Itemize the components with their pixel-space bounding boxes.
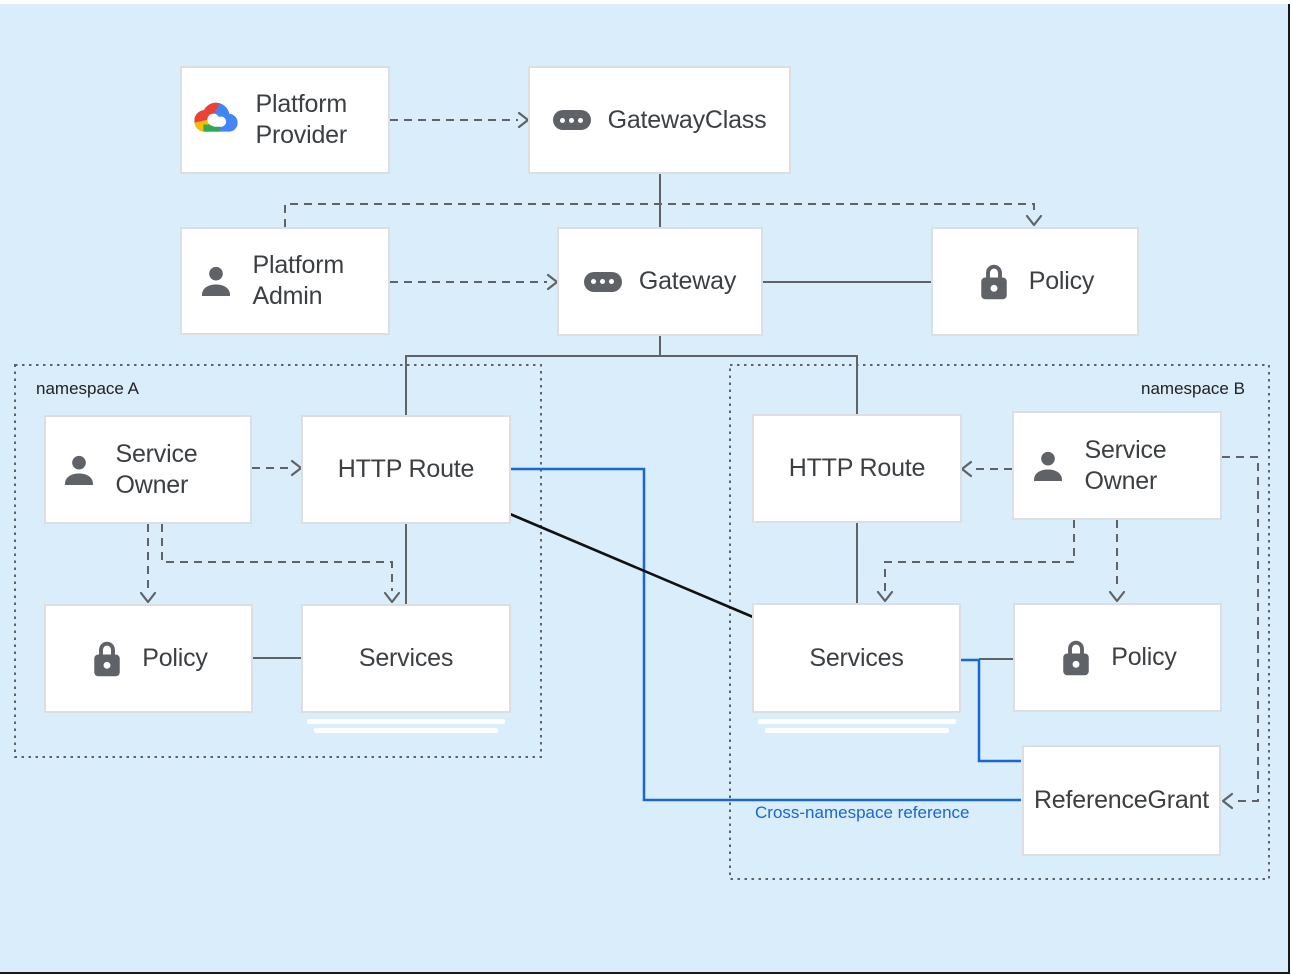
- node-gatewayclass: GatewayClass: [528, 66, 791, 174]
- node-policy-a: Policy: [44, 604, 253, 713]
- arrowhead-policy-a: [139, 591, 157, 604]
- google-cloud-icon: [193, 101, 239, 139]
- dashed-serviceowner-b-services-b: [884, 520, 1075, 591]
- node-policy-global: Policy: [931, 227, 1139, 336]
- node-label: Services: [809, 643, 904, 672]
- resource-chip-icon: [583, 271, 622, 292]
- node-label: ReferenceGrant: [1033, 786, 1210, 814]
- node-services-a: Services: [301, 604, 511, 713]
- node-label: Policy: [1028, 267, 1095, 295]
- black-line-httproute-a-services-b: [509, 512, 754, 619]
- node-http-route-b: HTTP Route: [752, 414, 962, 523]
- dashed-serviceowner-b-referencegrant: [1222, 456, 1259, 802]
- blue-line-httproute-a-referencegrant: [511, 467, 1021, 802]
- node-label: Services: [358, 644, 454, 672]
- arrowhead-gateway: [546, 273, 559, 291]
- node-service-owner-a: Service Owner: [44, 415, 252, 524]
- lock-icon: [1058, 637, 1094, 679]
- namespace-b-border: [729, 364, 1270, 880]
- arrowhead-services-b: [876, 590, 894, 603]
- services-b-stack-line: [758, 719, 956, 724]
- node-label: Platform Admin: [252, 251, 345, 310]
- resource-chip-icon: [552, 110, 591, 130]
- person-icon: [196, 261, 236, 301]
- node-label: Platform Provider: [255, 90, 348, 149]
- person-icon: [59, 450, 99, 490]
- node-label: GatewayClass: [607, 105, 767, 134]
- node-policy-b: Policy: [1013, 603, 1222, 712]
- node-reference-grant: ReferenceGrant: [1022, 745, 1221, 856]
- arrowhead-referencegrant: [1221, 792, 1234, 810]
- arrowhead-httproute-a: [290, 459, 303, 477]
- lock-icon: [89, 638, 125, 680]
- services-a-stack-line: [307, 719, 505, 724]
- services-a-stack-line: [314, 728, 498, 733]
- node-label: Gateway: [638, 267, 737, 295]
- arrowhead-policy-global: [1025, 214, 1043, 227]
- dashed-serviceowner-a-services-a: [161, 524, 393, 591]
- namespace-b-label: namespace B: [1141, 379, 1245, 398]
- node-label: HTTP Route: [788, 454, 926, 482]
- services-b-stack-line: [765, 728, 949, 733]
- dashed-admin-policy: [284, 203, 1035, 227]
- arrowhead-services-a: [383, 591, 401, 604]
- arrowhead-policy-b: [1108, 590, 1126, 603]
- node-label: Service Owner: [115, 439, 198, 499]
- node-service-owner-b: Service Owner: [1012, 411, 1222, 520]
- node-http-route-a: HTTP Route: [301, 415, 511, 524]
- node-services-b: Services: [752, 603, 961, 713]
- node-gateway: Gateway: [557, 227, 763, 336]
- blue-line-services-b-referencegrant: [961, 658, 1021, 763]
- node-platform-provider: Platform Provider: [180, 66, 390, 174]
- namespace-a-border: [14, 364, 542, 758]
- node-label: HTTP Route: [337, 455, 475, 483]
- node-label: Service Owner: [1084, 435, 1167, 495]
- arrowhead-httproute-b: [960, 460, 973, 478]
- node-label: Policy: [142, 644, 208, 672]
- lock-icon: [976, 261, 1012, 303]
- arrowhead-gatewayclass: [517, 111, 530, 129]
- node-platform-admin: Platform Admin: [180, 227, 390, 335]
- person-icon: [1028, 446, 1068, 486]
- connector-gateway-httproutes: [405, 336, 858, 415]
- cross-namespace-reference-label: Cross-namespace reference: [755, 803, 970, 822]
- namespace-a-label: namespace A: [36, 379, 140, 398]
- node-label: Policy: [1111, 643, 1177, 671]
